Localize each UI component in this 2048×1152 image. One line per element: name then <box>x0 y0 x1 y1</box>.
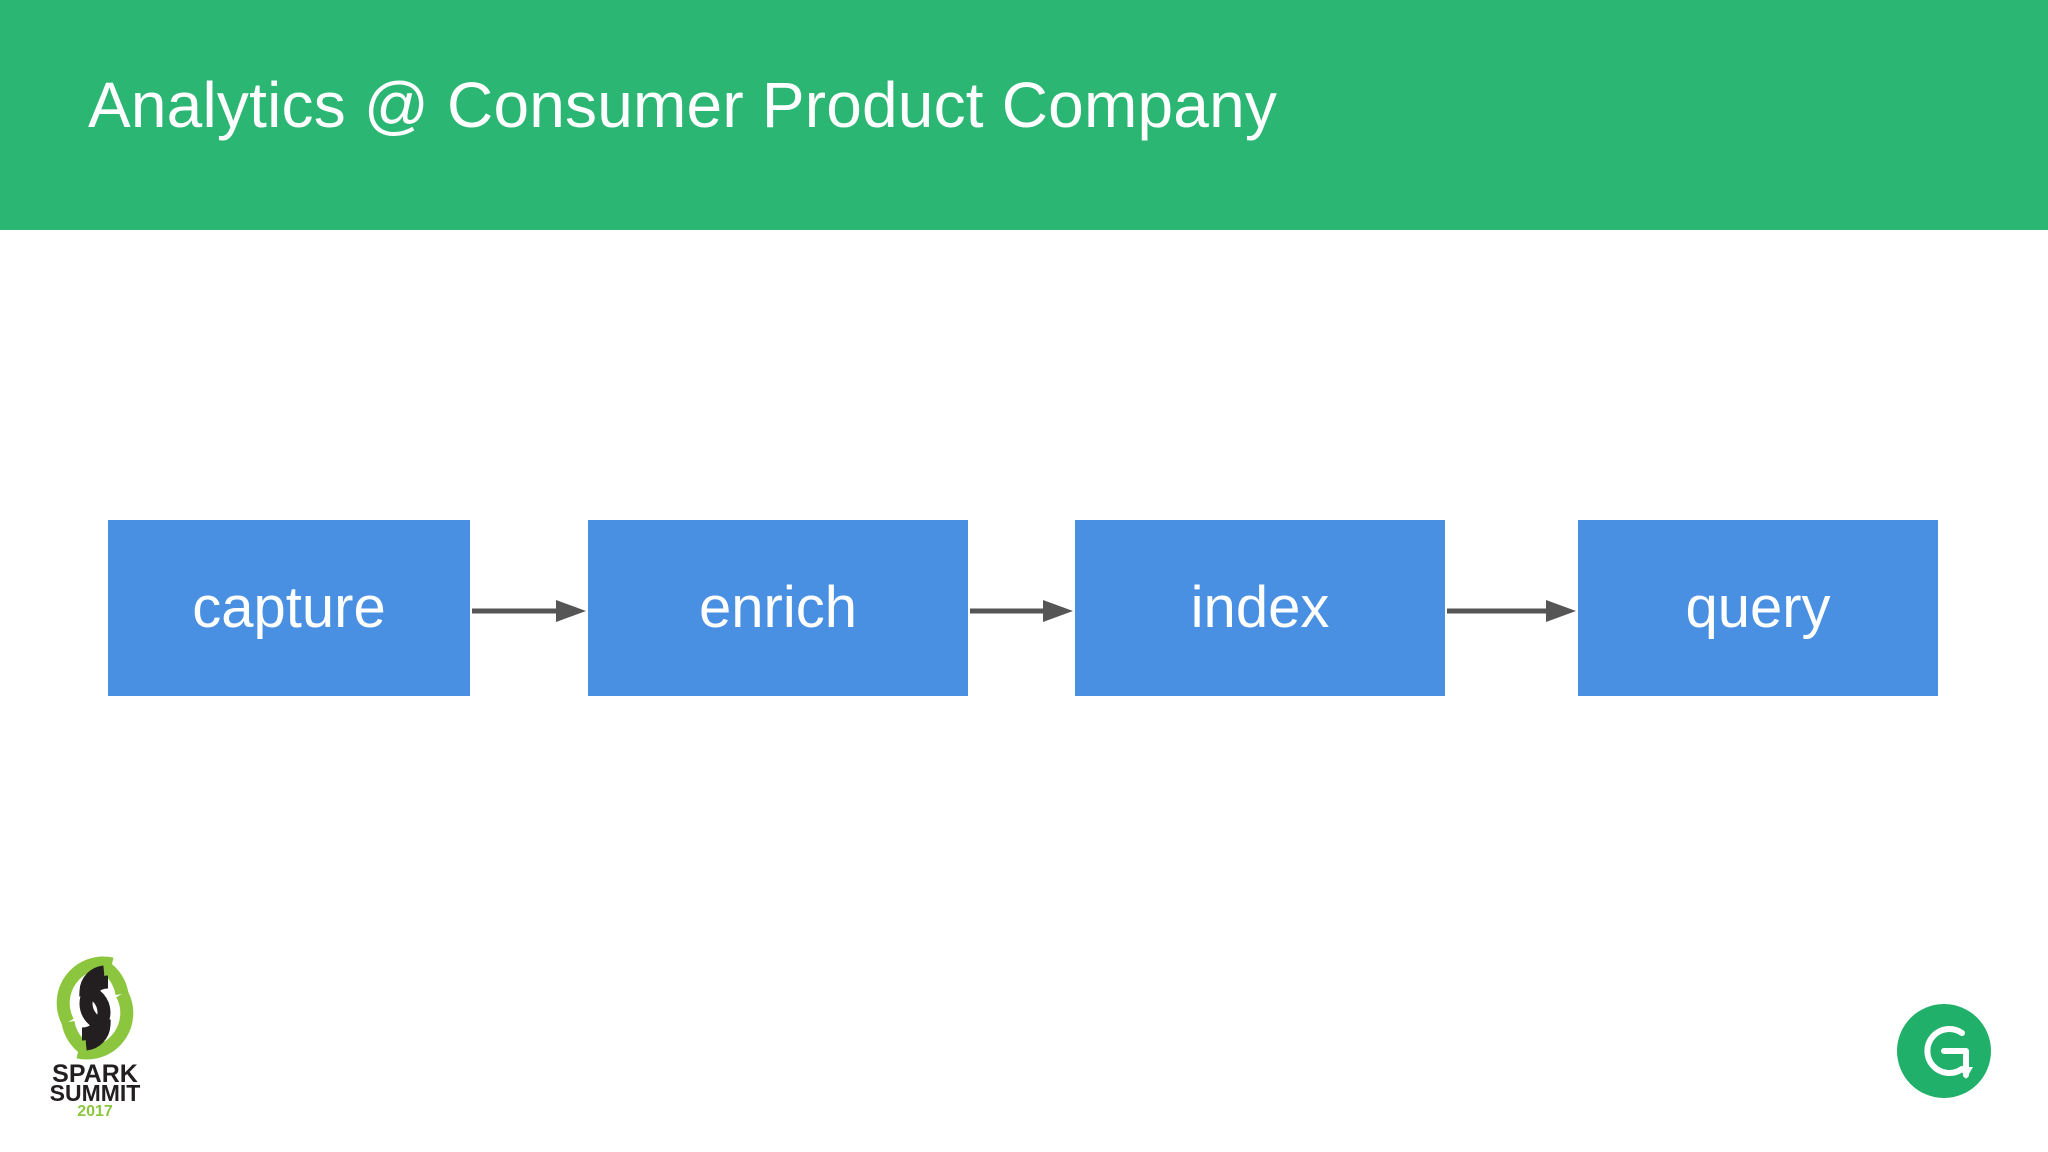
flow-step-query[interactable]: query <box>1578 520 1938 696</box>
arrow-right-icon-index-to-query <box>1447 598 1576 624</box>
flow-step-label: query <box>1685 575 1831 640</box>
spark-summit-logo: SPARK SUMMIT 2017 <box>36 948 154 1116</box>
spark-logo-line2: SUMMIT <box>50 1080 141 1106</box>
grammarly-logo[interactable] <box>1896 1003 1992 1099</box>
flow-step-capture[interactable]: capture <box>108 520 470 696</box>
flow-step-label: index <box>1190 575 1330 640</box>
spark-logo-year: 2017 <box>77 1103 113 1116</box>
page-title: Analytics @ Consumer Product Company <box>88 69 1278 141</box>
spark-logo-line1: SPARK <box>52 1060 138 1088</box>
arrow-right-icon-capture-to-enrich <box>472 598 586 624</box>
flow-step-label: enrich <box>699 575 857 640</box>
flow-step-label: capture <box>192 575 386 640</box>
arrow-right-icon-enrich-to-index <box>970 598 1073 624</box>
flow-step-index[interactable]: index <box>1075 520 1445 696</box>
title-banner: Analytics @ Consumer Product Company <box>0 0 2048 230</box>
flow-step-enrich[interactable]: enrich <box>588 520 968 696</box>
